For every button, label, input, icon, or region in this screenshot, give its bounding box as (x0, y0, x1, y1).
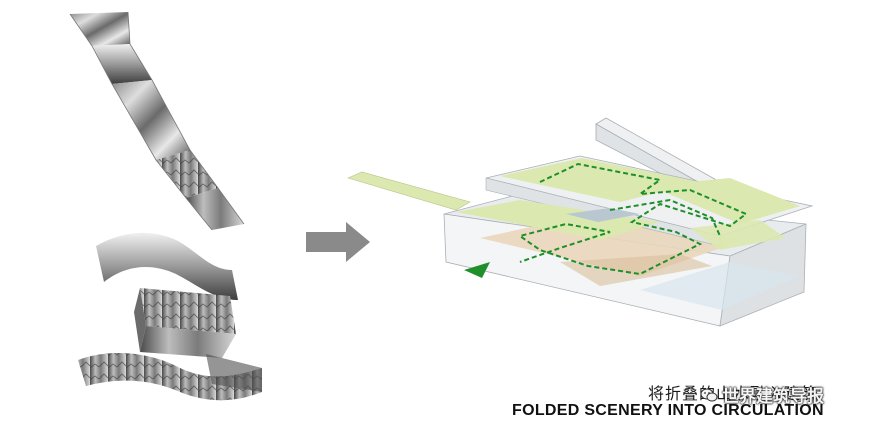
watermark-text: 世界建筑导报 (722, 387, 824, 407)
caption-english: FOLDED SCENERY INTO CIRCULATION (512, 402, 824, 419)
caption-chinese: 将折叠的山水融入建筑 (648, 384, 819, 403)
folded-landscape-volume (78, 232, 262, 401)
architecture-model (347, 117, 814, 327)
right-arrow-icon (306, 222, 370, 262)
entry-marker (464, 262, 490, 278)
folded-landscape-strip (69, 11, 245, 231)
circulation-path (517, 162, 748, 276)
watermark: 世界建筑导报 (700, 382, 824, 407)
wechat-logo-icon (700, 388, 718, 401)
